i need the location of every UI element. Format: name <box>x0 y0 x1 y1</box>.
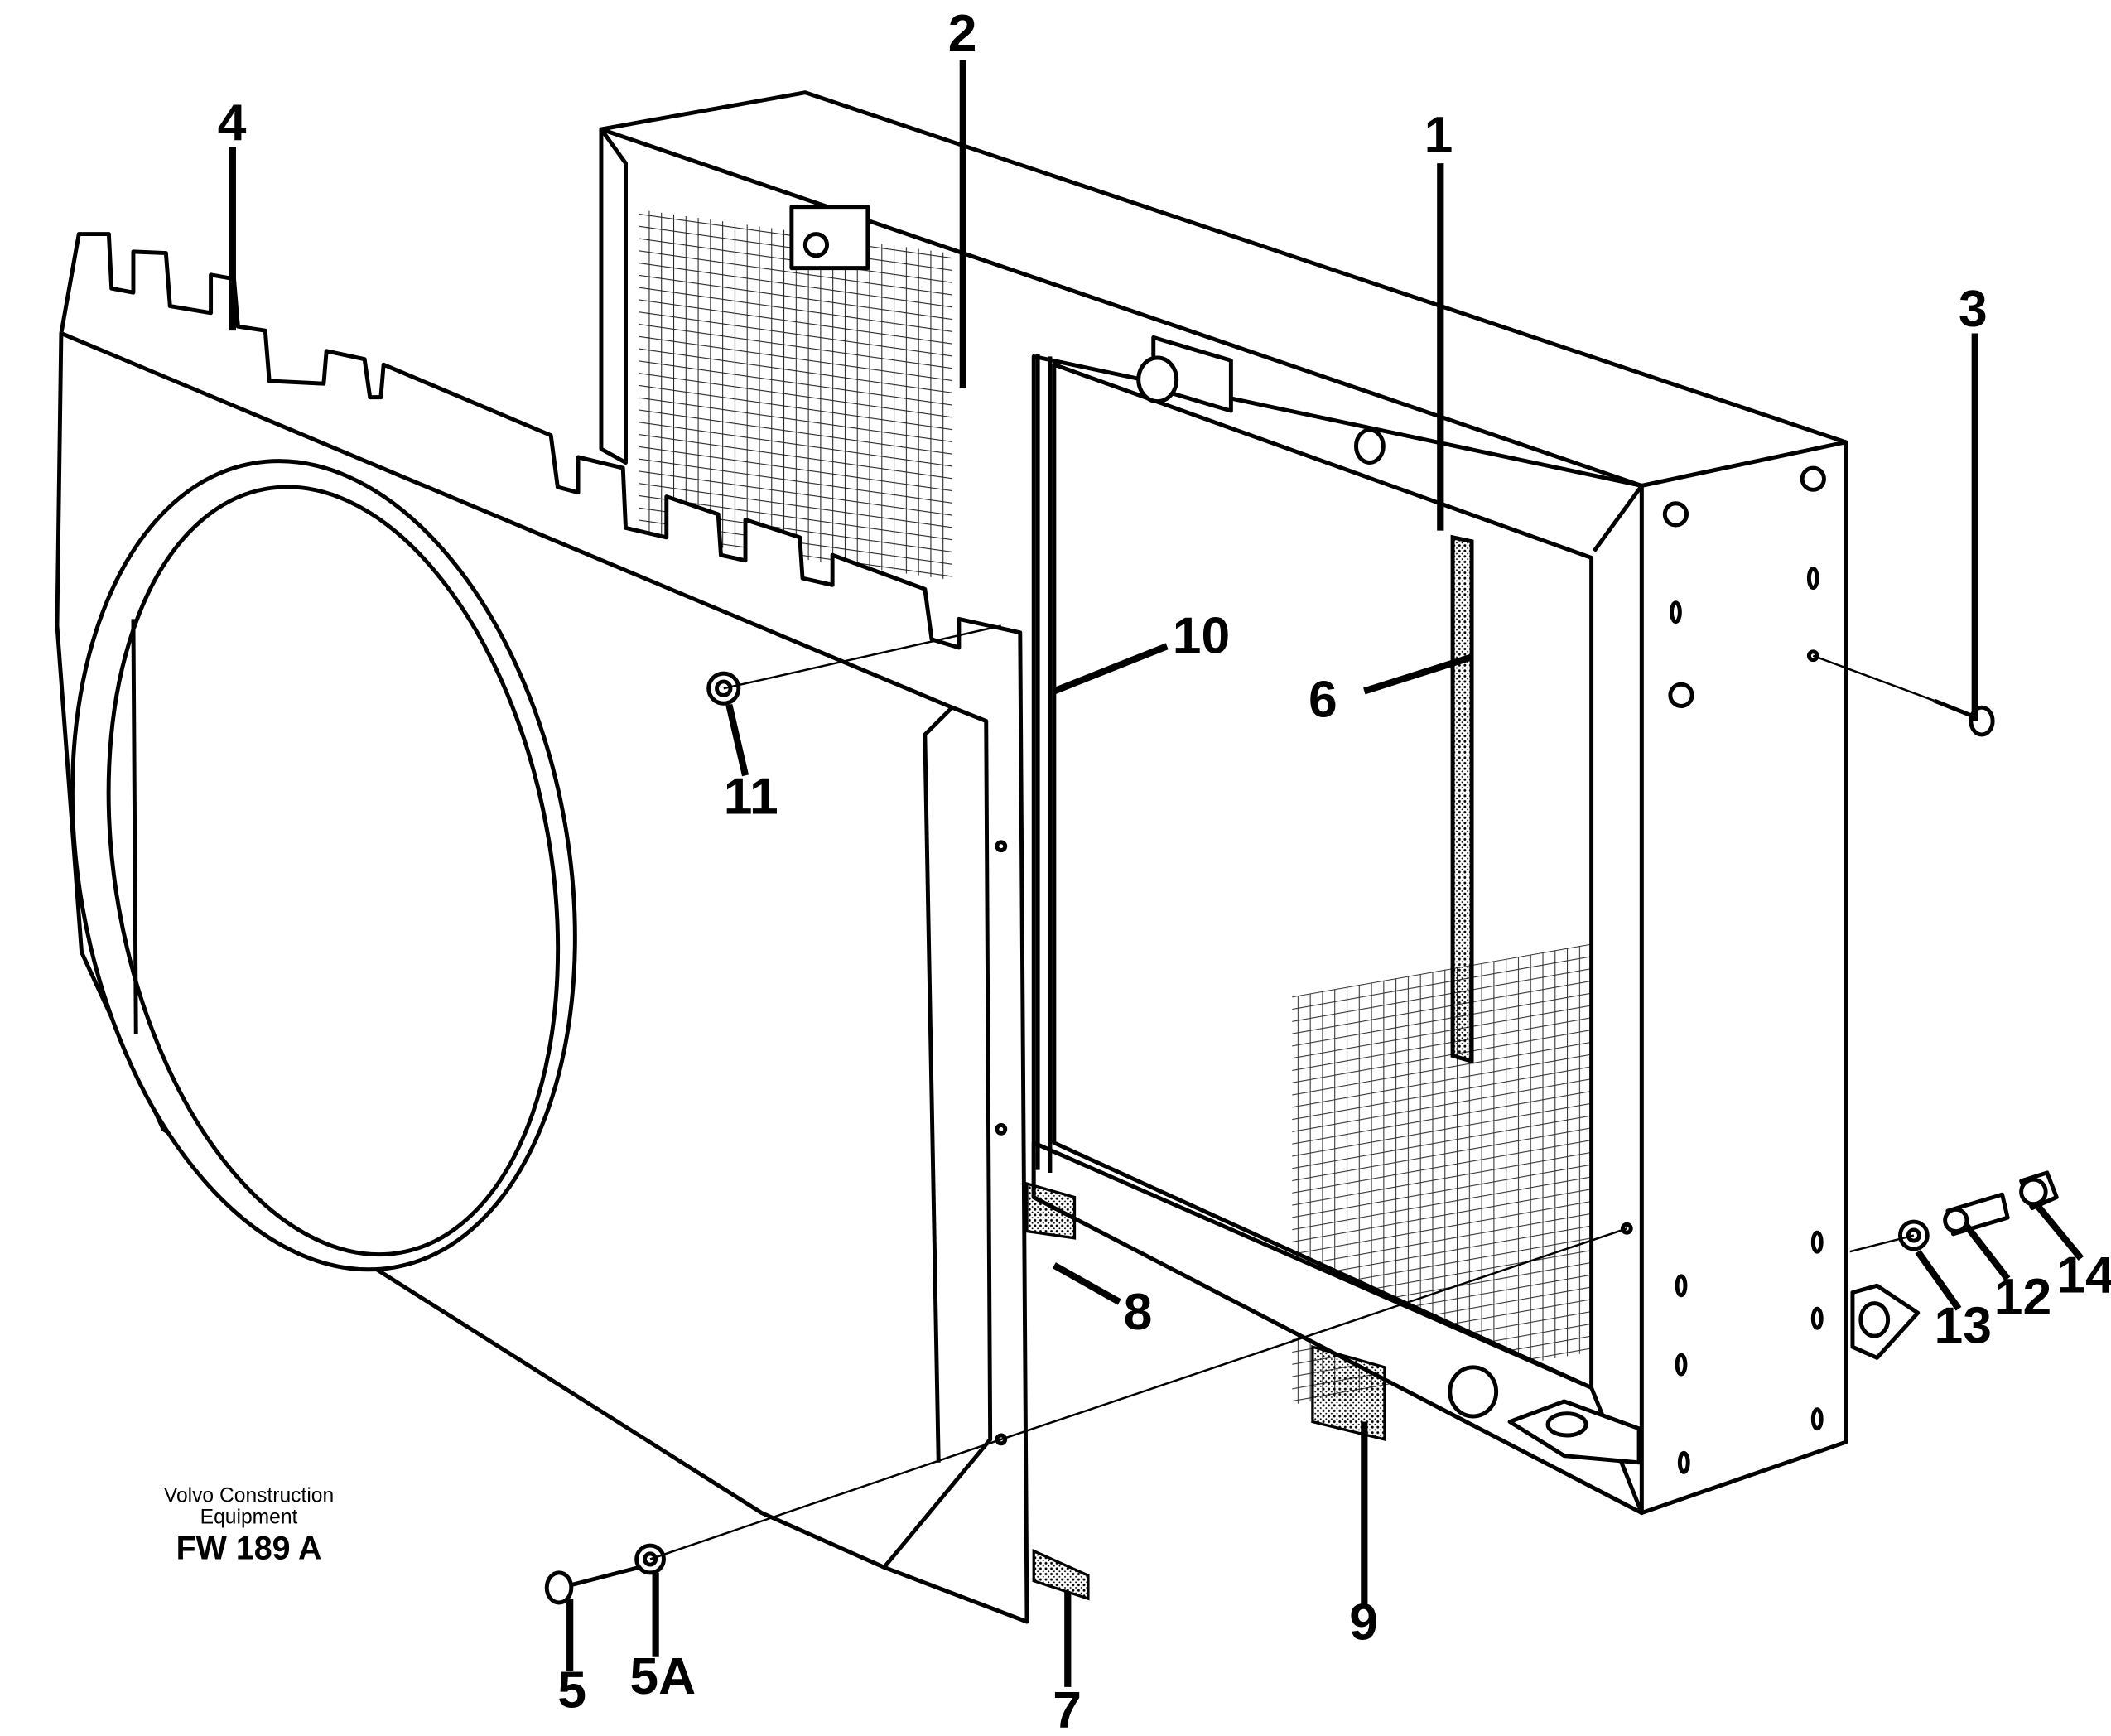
seal-9 <box>1311 1345 1386 1442</box>
connector-12 <box>1943 1192 2010 1237</box>
callout-10: 10 <box>1173 607 1230 664</box>
seal-strip-7 <box>1032 1549 1090 1601</box>
callout-4: 4 <box>218 94 247 152</box>
alignment-line <box>1812 654 1935 702</box>
callout-8: 8 <box>1124 1284 1153 1341</box>
seal-strip-8 <box>1025 1181 1077 1240</box>
callout-6: 6 <box>1309 672 1337 729</box>
credit-line-2: Equipment <box>200 1507 298 1529</box>
callout-5: 5 <box>557 1662 586 1719</box>
cap-14 <box>2019 1170 2059 1211</box>
callout-14: 14 <box>2056 1247 2111 1304</box>
callout-9: 9 <box>1349 1594 1378 1651</box>
screw-3 <box>1933 698 1995 737</box>
seal-strip-10 <box>1035 354 1053 1173</box>
callout-12: 12 <box>1994 1269 2051 1326</box>
alignment-line <box>1849 1234 1915 1253</box>
callout-7: 7 <box>1053 1682 1082 1736</box>
washer-5a <box>634 1543 666 1575</box>
callout-1: 1 <box>1424 107 1453 164</box>
leader-lines <box>229 60 2084 1687</box>
credit-line-1: Volvo Construction <box>164 1484 334 1507</box>
callout-13: 13 <box>1934 1297 1991 1354</box>
alignment-line <box>723 624 1002 690</box>
callout-3: 3 <box>1959 281 1988 338</box>
figure-code: FW 189 A <box>176 1530 322 1566</box>
alignment-line <box>649 1227 1627 1560</box>
screw-5 <box>544 1565 640 1605</box>
seal-strip-6 <box>1450 534 1474 1064</box>
fan-shroud <box>55 232 1819 1624</box>
callout-2: 2 <box>948 5 977 62</box>
radiator-core <box>599 90 1921 1516</box>
callout-11: 11 <box>724 768 778 825</box>
callout-5a: 5A <box>629 1648 696 1705</box>
